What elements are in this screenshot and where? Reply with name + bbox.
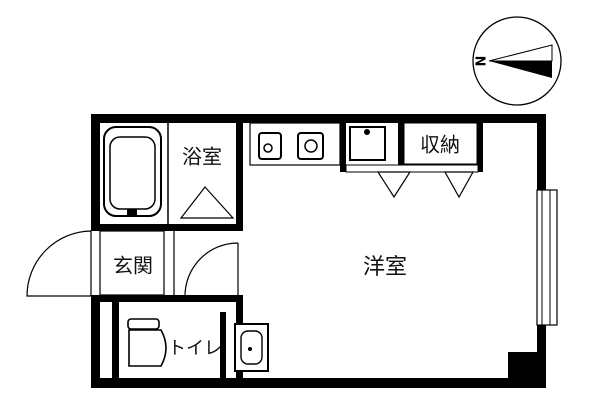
toilet-bowl [128, 329, 167, 367]
western-room: 洋室 [363, 255, 407, 280]
compass-needle-light [488, 44, 553, 62]
north-label: N [475, 56, 490, 67]
exterior-walls [91, 114, 546, 388]
washing-machine [349, 126, 386, 161]
window [536, 189, 558, 326]
toilet-tank [127, 318, 160, 330]
toilet-room: トイレ [127, 318, 269, 372]
toilet-label: トイレ [168, 338, 222, 359]
kitchen [249, 122, 386, 166]
entrance: 玄関 [26, 230, 239, 297]
closet-door-left [376, 171, 412, 199]
bathroom-label: 浴室 [182, 145, 222, 169]
bathroom: 浴室 [103, 123, 235, 224]
storage-label: 収納 [420, 133, 460, 157]
compass: N [472, 16, 562, 106]
entrance-label: 玄関 [113, 254, 153, 278]
storage: 収納 [345, 122, 479, 199]
bathroom-door [179, 186, 235, 219]
inner-door [184, 242, 239, 297]
bathtub-faucet [127, 209, 137, 216]
bathtub-inner [109, 136, 156, 210]
western-room-label: 洋室 [363, 255, 407, 280]
entrance-door [26, 230, 92, 297]
closet-door-right [443, 171, 475, 199]
